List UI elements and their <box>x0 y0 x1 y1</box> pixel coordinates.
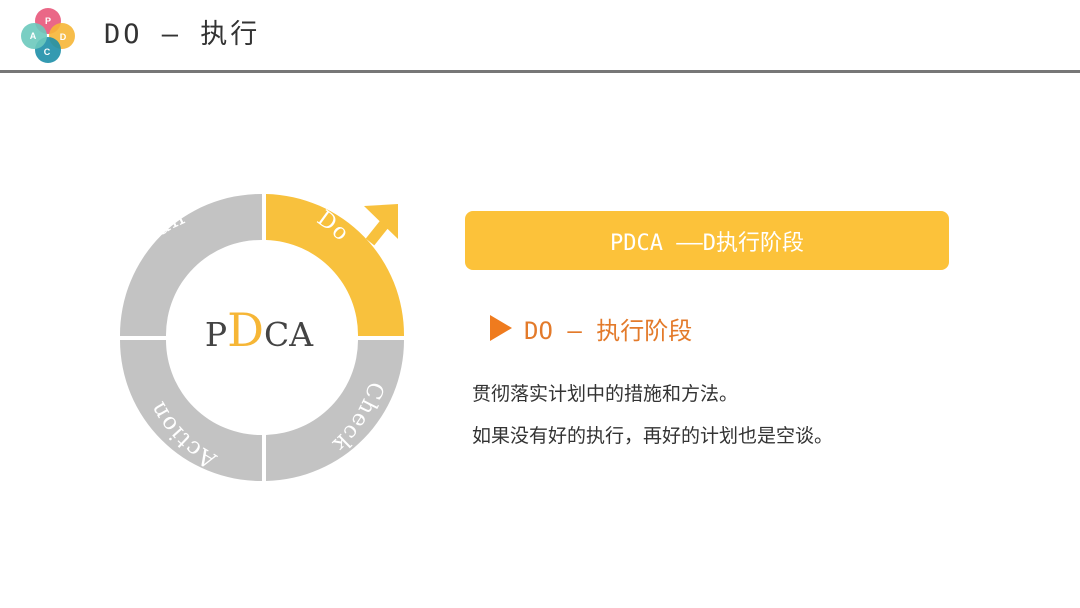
segment-do <box>266 194 405 336</box>
segment-plan <box>119 193 262 336</box>
logo-letter-p: P <box>45 16 51 26</box>
triangle-right-icon <box>490 315 512 341</box>
center-letter-p: P <box>204 315 228 354</box>
subheading-row: DO — 执行阶段 <box>490 308 692 348</box>
subheading: DO — 执行阶段 <box>524 316 693 345</box>
arrow-up-right-icon <box>364 204 398 246</box>
description: 贯彻落实计划中的措施和方法。 如果没有好的执行，再好的计划也是空谈。 <box>472 373 1032 457</box>
center-letters-ca: CA <box>264 315 314 354</box>
page-title: DO — 执行 <box>104 19 261 50</box>
segment-action <box>119 340 262 482</box>
description-line-1: 贯彻落实计划中的措施和方法。 <box>472 383 739 405</box>
pdca-logo: P D C A <box>21 8 75 63</box>
logo-letter-d: D <box>60 32 67 42</box>
header: P D C A DO — 执行 <box>0 0 1080 73</box>
pdca-cycle-diagram: Plan Do Check Action <box>119 193 405 482</box>
phase-banner: PDCA ——D执行阶段 <box>465 211 949 270</box>
center-letter-d: D <box>227 303 264 357</box>
logo-circle-a <box>21 23 47 49</box>
logo-letter-a: A <box>30 31 37 41</box>
header-divider <box>0 70 1080 73</box>
logo-letter-c: C <box>44 47 51 57</box>
segment-check <box>266 340 404 481</box>
pdca-center-word: PDCA <box>184 306 334 359</box>
banner-title: PDCA ——D执行阶段 <box>610 230 804 256</box>
description-line-2: 如果没有好的执行，再好的计划也是空谈。 <box>472 425 834 447</box>
